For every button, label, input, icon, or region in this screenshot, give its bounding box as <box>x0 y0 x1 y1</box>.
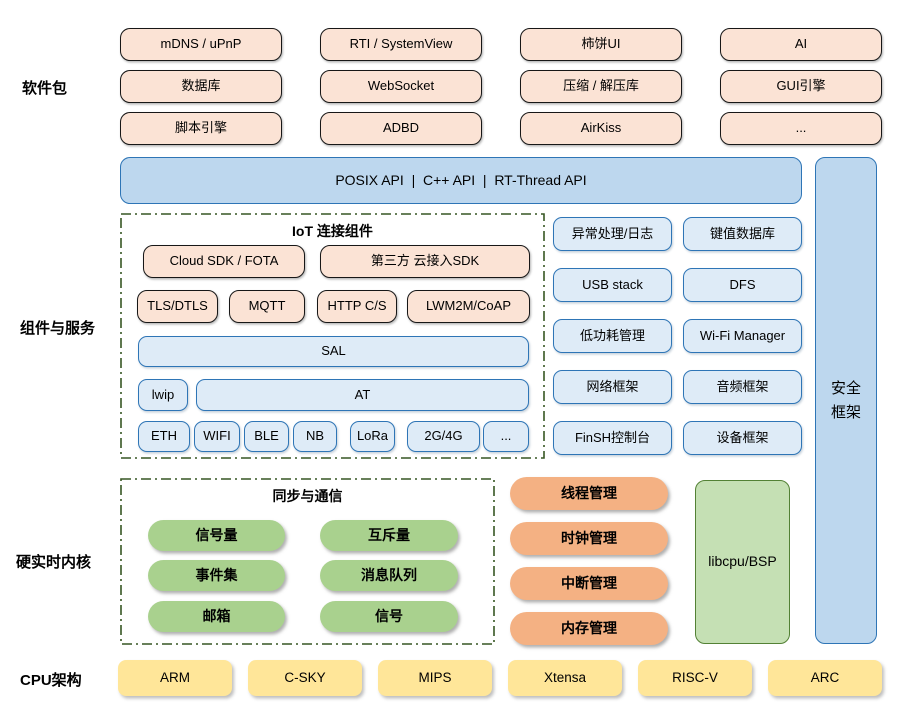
service-box-dfs: DFS <box>683 268 802 302</box>
layer-label-components-services: 组件与服务 <box>20 320 96 337</box>
cpu-architecture-row: ARM C-SKY MIPS Xtensa RISC-V ARC <box>118 660 882 696</box>
cpu-box-xtensa: Xtensa <box>508 660 622 696</box>
cpu-box-arc: ARC <box>768 660 882 696</box>
package-box: AirKiss <box>520 112 682 145</box>
iot-link-eth: ETH <box>138 421 190 452</box>
package-box: 脚本引擎 <box>120 112 282 145</box>
service-components-grid: 异常处理/日志 键值数据库 USB stack DFS 低功耗管理 Wi-Fi … <box>553 217 802 455</box>
sync-communication-group: 同步与通信 信号量 互斥量 事件集 消息队列 邮箱 信号 <box>120 478 495 645</box>
iot-box-lwm2m-coap: LWM2M/CoAP <box>407 290 530 323</box>
iot-link-lora: LoRa <box>350 421 395 452</box>
service-box-exception-log: 异常处理/日志 <box>553 217 672 251</box>
service-box-low-power: 低功耗管理 <box>553 319 672 353</box>
iot-link-wifi: WIFI <box>194 421 240 452</box>
package-box: mDNS / uPnP <box>120 28 282 61</box>
service-box-audio-framework: 音频框架 <box>683 370 802 404</box>
iot-box-mqtt: MQTT <box>229 290 305 323</box>
service-box-finsh-console: FinSH控制台 <box>553 421 672 455</box>
iot-box-tls-dtls: TLS/DTLS <box>137 290 218 323</box>
layer-label-software-packages: 软件包 <box>22 80 68 97</box>
sync-group-title: 同步与通信 <box>272 488 343 504</box>
package-box: WebSocket <box>320 70 482 103</box>
kernel-pill-semaphore: 信号量 <box>148 520 285 551</box>
package-box: 压缩 / 解压库 <box>520 70 682 103</box>
iot-box-lwip: lwip <box>138 379 188 411</box>
libcpu-bsp-box: libcpu/BSP <box>695 480 790 644</box>
iot-box-cloud-sdk-fota: Cloud SDK / FOTA <box>143 245 305 278</box>
package-box: 数据库 <box>120 70 282 103</box>
service-box-wifi-manager: Wi-Fi Manager <box>683 319 802 353</box>
kernel-pill-memory-management: 内存管理 <box>510 612 668 645</box>
iot-link-2g4g: 2G/4G <box>407 421 480 452</box>
package-box: GUI引擎 <box>720 70 882 103</box>
package-box: RTI / SystemView <box>320 28 482 61</box>
iot-link-ble: BLE <box>244 421 289 452</box>
kernel-pill-interrupt-management: 中断管理 <box>510 567 668 600</box>
package-box: AI <box>720 28 882 61</box>
iot-link-more: ... <box>483 421 529 452</box>
kernel-management-column: 线程管理 时钟管理 中断管理 内存管理 <box>510 477 668 645</box>
package-box: ... <box>720 112 882 145</box>
service-box-network-framework: 网络框架 <box>553 370 672 404</box>
dashed-border <box>120 478 495 645</box>
iot-group-title: IoT 连接组件 <box>292 223 373 239</box>
layer-label-hard-realtime-kernel: 硬实时内核 <box>16 554 92 571</box>
kernel-pill-thread-management: 线程管理 <box>510 477 668 510</box>
api-bar: POSIX API | C++ API | RT-Thread API <box>120 157 802 204</box>
package-box: 柿饼UI <box>520 28 682 61</box>
service-box-device-framework: 设备框架 <box>683 421 802 455</box>
cpu-box-risc-v: RISC-V <box>638 660 752 696</box>
kernel-pill-mutex: 互斥量 <box>320 520 458 551</box>
iot-link-nb: NB <box>293 421 337 452</box>
security-framework-line1: 安全 <box>830 379 861 397</box>
software-packages-grid: mDNS / uPnP RTI / SystemView 柿饼UI AI 数据库… <box>120 28 882 145</box>
iot-box-at: AT <box>196 379 529 411</box>
security-framework-line2: 框架 <box>830 403 861 421</box>
kernel-pill-mailbox: 邮箱 <box>148 601 285 632</box>
security-framework-bar: 安全 框架 <box>815 157 877 644</box>
kernel-pill-message-queue: 消息队列 <box>320 560 458 591</box>
cpu-box-arm: ARM <box>118 660 232 696</box>
iot-box-sal: SAL <box>138 336 529 367</box>
iot-components-group: IoT 连接组件 Cloud SDK / FOTA 第三方 云接入SDK TLS… <box>120 213 545 459</box>
kernel-pill-event-set: 事件集 <box>148 560 285 591</box>
cpu-box-c-sky: C-SKY <box>248 660 362 696</box>
cpu-box-mips: MIPS <box>378 660 492 696</box>
layer-label-cpu-architecture: CPU架构 <box>20 672 82 689</box>
iot-box-thirdparty-cloud-sdk: 第三方 云接入SDK <box>320 245 530 278</box>
service-box-kv-database: 键值数据库 <box>683 217 802 251</box>
kernel-pill-signal: 信号 <box>320 601 458 632</box>
iot-box-http-cs: HTTP C/S <box>317 290 397 323</box>
service-box-usb-stack: USB stack <box>553 268 672 302</box>
kernel-pill-clock-management: 时钟管理 <box>510 522 668 555</box>
dashed-border <box>120 213 545 459</box>
package-box: ADBD <box>320 112 482 145</box>
